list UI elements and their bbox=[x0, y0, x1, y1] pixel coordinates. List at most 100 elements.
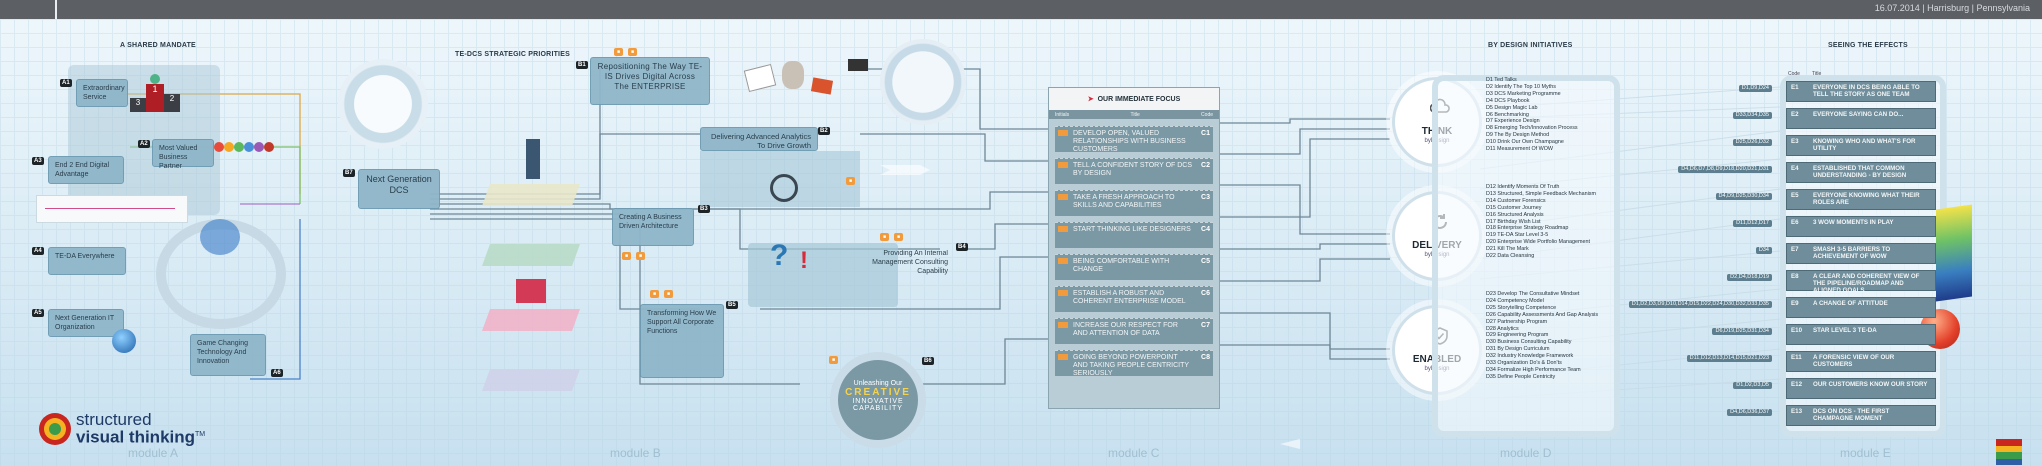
initiative-item: D12 Identify Moments Of Truth bbox=[1486, 184, 1560, 190]
initiative-item: D33 Organization Do's & Don'ts bbox=[1486, 360, 1562, 367]
initiative-item: D7 Experience Design bbox=[1486, 118, 1540, 125]
focus-row: GOING BEYOND POWERPOINT AND TAKING PEOPL… bbox=[1055, 350, 1213, 377]
logo-tm: TM bbox=[195, 431, 206, 438]
initiative-item: D23 Develop The Consultative Mindset bbox=[1486, 291, 1580, 297]
initiative-item: D13 Structured, Simple Feedback Mechanis… bbox=[1486, 190, 1596, 197]
globe-icon bbox=[112, 329, 136, 353]
b1-orange-tag: ■ bbox=[614, 48, 624, 56]
b4-orange-tag: ■ bbox=[880, 233, 890, 241]
effect-text: A CLEAR AND COHERENT VIEW OF THE PIPELIN… bbox=[1813, 273, 1920, 294]
focus-col-title: Title bbox=[1130, 111, 1140, 118]
creative-line1: Unleashing Our bbox=[853, 380, 903, 387]
focus-row-code: C5 bbox=[1201, 258, 1210, 265]
color-block-graphic bbox=[1936, 204, 1972, 302]
code-b1: B1 bbox=[576, 61, 588, 69]
code-a6: A6 bbox=[271, 369, 283, 377]
module-e-label: module E bbox=[1840, 446, 1891, 460]
initiative-item: D18 Enterprise Strategy Roadmap bbox=[1486, 225, 1569, 232]
next-generation-dcs: Next Generation DCS bbox=[358, 169, 440, 209]
creative-capability-circle: Unleashing Our CREATIVE INNOVATIVE CAPAB… bbox=[830, 352, 926, 448]
code-b2: B2 bbox=[818, 127, 830, 135]
top-bar: 16.07.2014 | Harrisburg | Pennsylvania bbox=[0, 0, 2042, 19]
module-d-label: module D bbox=[1500, 446, 1552, 460]
code-a5: A5 bbox=[32, 309, 44, 317]
module-c-label: module C bbox=[1108, 446, 1160, 460]
b4-orange-tag-2: ■ bbox=[894, 233, 904, 241]
focus-row-code: C3 bbox=[1201, 194, 1210, 201]
effect-reference-tag: D4,D6,D36,D37 bbox=[1727, 409, 1772, 416]
effect-code: E6 bbox=[1791, 219, 1799, 226]
effect-text: EVERYONE KNOWING WHAT THEIR ROLES ARE bbox=[1813, 192, 1920, 206]
b3-orange-tag: ■ bbox=[622, 252, 632, 260]
initiative-item: D1 Ted Talks bbox=[1486, 77, 1517, 83]
initiative-item: D28 Analytics bbox=[1486, 325, 1519, 332]
priority-b1-repositioning: Repositioning The Way TE-IS Drives Digit… bbox=[590, 57, 710, 105]
people-ring bbox=[880, 39, 966, 125]
b3-orange-tag-2: ■ bbox=[636, 252, 646, 260]
effect-text: A CHANGE OF ATTITUDE bbox=[1813, 300, 1888, 307]
effect-code: E10 bbox=[1791, 327, 1803, 334]
logo-line1: structured bbox=[76, 410, 152, 429]
code-b5: B5 bbox=[726, 301, 738, 309]
focus-row-code: C8 bbox=[1201, 354, 1210, 361]
initiative-item: D14 Customer Forensics bbox=[1486, 197, 1546, 204]
mandate-game-changing: Game Changing Technology And Innovation bbox=[190, 334, 266, 376]
section-title-effects: SEEING THE EFFECTS bbox=[1828, 42, 1908, 49]
exclamation-icon: ! bbox=[800, 247, 808, 274]
connector-lines bbox=[120, 67, 1781, 449]
podium-first: 1 bbox=[146, 84, 164, 112]
podium-third: 3 bbox=[130, 98, 146, 112]
effect-reference-tag: D33,D34,D35 bbox=[1732, 112, 1772, 119]
effect-reference-tag: D4,D6,D7,D8,D9,D18,D20,D21,D31 bbox=[1678, 166, 1772, 173]
initiative-item: D11 Measurement Of WOW bbox=[1486, 146, 1553, 153]
effect-code: E12 bbox=[1791, 381, 1803, 388]
b1-illustration bbox=[728, 59, 878, 119]
effect-reference-tag: D1,D9,D24 bbox=[1738, 85, 1772, 92]
effect-reference-tag: D11,D12,D17 bbox=[1733, 220, 1772, 227]
initiative-item: D6 Benchmarking bbox=[1486, 111, 1529, 118]
focus-row-text: ESTABLISH A ROBUST AND COHERENT ENTERPRI… bbox=[1073, 290, 1186, 305]
effects-col-code: Code bbox=[1788, 71, 1800, 77]
header-date: 16.07.2014 | Harrisburg | Pennsylvania bbox=[1874, 3, 2030, 13]
effect-reference-tag: D2,D4,D18,D19 bbox=[1727, 274, 1772, 281]
effect-code: E4 bbox=[1791, 165, 1799, 172]
initiative-item: D8 Emerging Tech/Innovation Process bbox=[1486, 125, 1578, 132]
priority-b3-architecture: Creating A Business Driven Architecture bbox=[612, 208, 694, 246]
focus-row-text: TAKE A FRESH APPROACH TO SKILLS AND CAPA… bbox=[1073, 194, 1175, 209]
logo-text: structured visual thinkingTM bbox=[76, 410, 206, 446]
code-a1: A1 bbox=[60, 79, 72, 87]
priority-ring-top bbox=[338, 59, 428, 149]
initiative-item: D21 Kill The Mark bbox=[1486, 246, 1529, 253]
focus-row-marker bbox=[1058, 130, 1068, 136]
focus-title: OUR IMMEDIATE FOCUS bbox=[1097, 95, 1181, 103]
technology-hub bbox=[200, 219, 240, 255]
effect-reference-tag: D1,D2,D3,D9,D10,D14,D15,D22,D24,D30,D32,… bbox=[1628, 301, 1772, 308]
focus-row-code: C7 bbox=[1201, 322, 1210, 329]
mandate-most-valued-partner: Most Valued Business Partner bbox=[152, 139, 214, 170]
effect-text: ESTABLISHED THAT COMMON UNDERSTANDING - … bbox=[1813, 165, 1907, 179]
b6-orange-tag: ■ bbox=[829, 356, 839, 364]
focus-row: ESTABLISH A ROBUST AND COHERENT ENTERPRI… bbox=[1055, 286, 1213, 312]
effect-text: A FORENSIC VIEW OF OUR CUSTOMERS bbox=[1813, 354, 1895, 368]
effect-text: EVERYONE SAYING CAN DO... bbox=[1813, 111, 1904, 118]
creative-line3: INNOVATIVE bbox=[852, 398, 904, 405]
focus-row-text: DEVELOP OPEN, VALUED RELATIONSHIPS WITH … bbox=[1073, 130, 1186, 153]
effect-code: E11 bbox=[1791, 354, 1802, 361]
effect-reference-tag: D6,D19,D25,D31,D34 bbox=[1712, 328, 1772, 335]
b1-orange-tag-2: ■ bbox=[628, 48, 638, 56]
initiative-item: D15 Customer Journey bbox=[1486, 204, 1542, 211]
initiative-item: D20 Enterprise Wide Portfolio Management bbox=[1486, 239, 1590, 246]
focus-row-code: C4 bbox=[1201, 226, 1210, 233]
priority-b2-analytics: Delivering Advanced Analytics To Drive G… bbox=[700, 127, 818, 151]
mandate-te-da-everywhere: TE-DA Everywhere bbox=[48, 247, 126, 275]
b4-panel bbox=[748, 243, 898, 307]
